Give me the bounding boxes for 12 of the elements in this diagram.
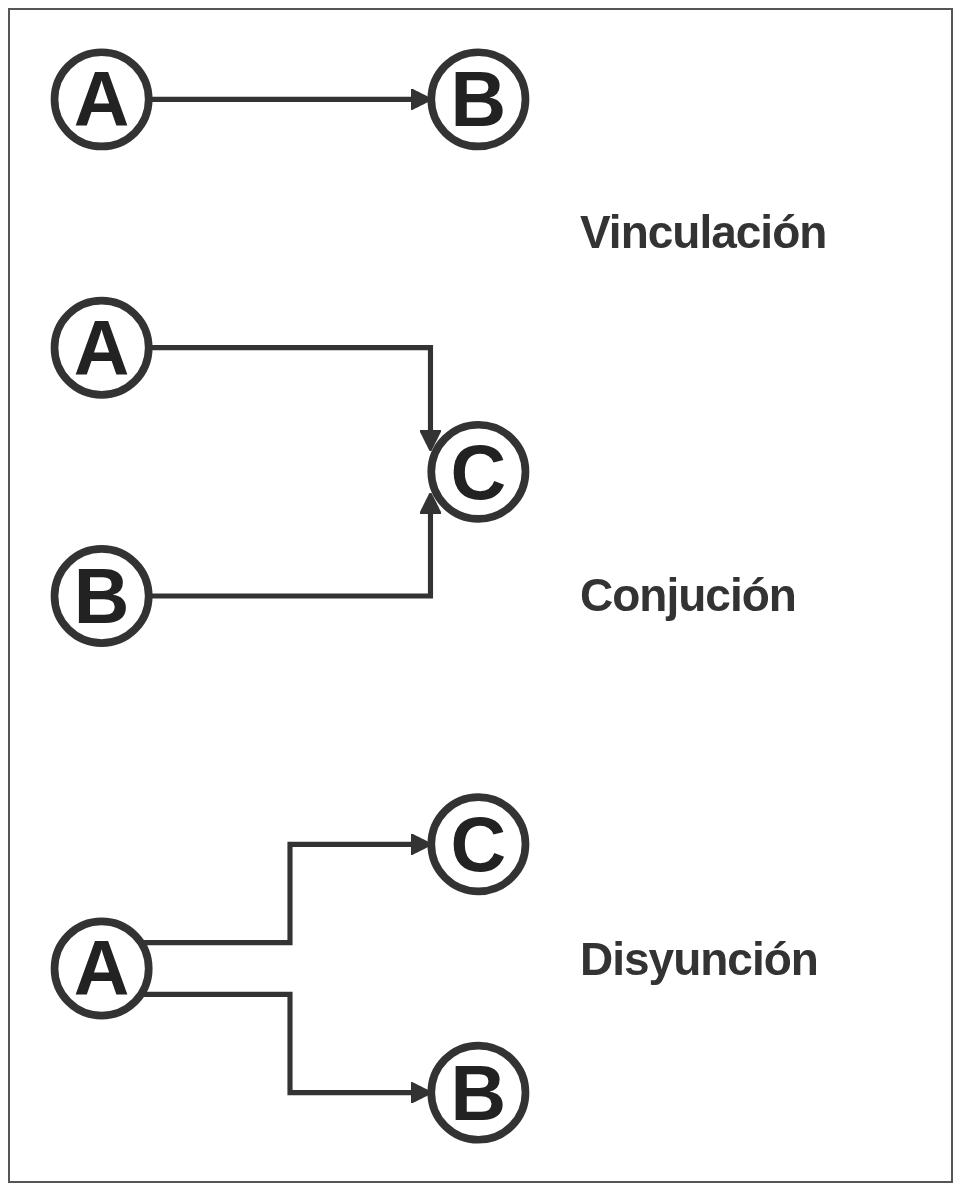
node-circle — [50, 296, 153, 399]
node-circle — [427, 792, 530, 895]
node-circle — [427, 420, 530, 523]
section-label: Disyunción — [580, 932, 818, 987]
node-circle — [427, 1041, 530, 1144]
flowchart: A B A B C A C B — [20, 20, 560, 1171]
section-label: Conjución — [580, 568, 796, 623]
node-circle — [427, 47, 530, 150]
node-circle — [50, 544, 153, 647]
section-label: Vinculación — [580, 204, 827, 259]
node-circle — [50, 917, 153, 1019]
node-circle — [50, 47, 153, 150]
